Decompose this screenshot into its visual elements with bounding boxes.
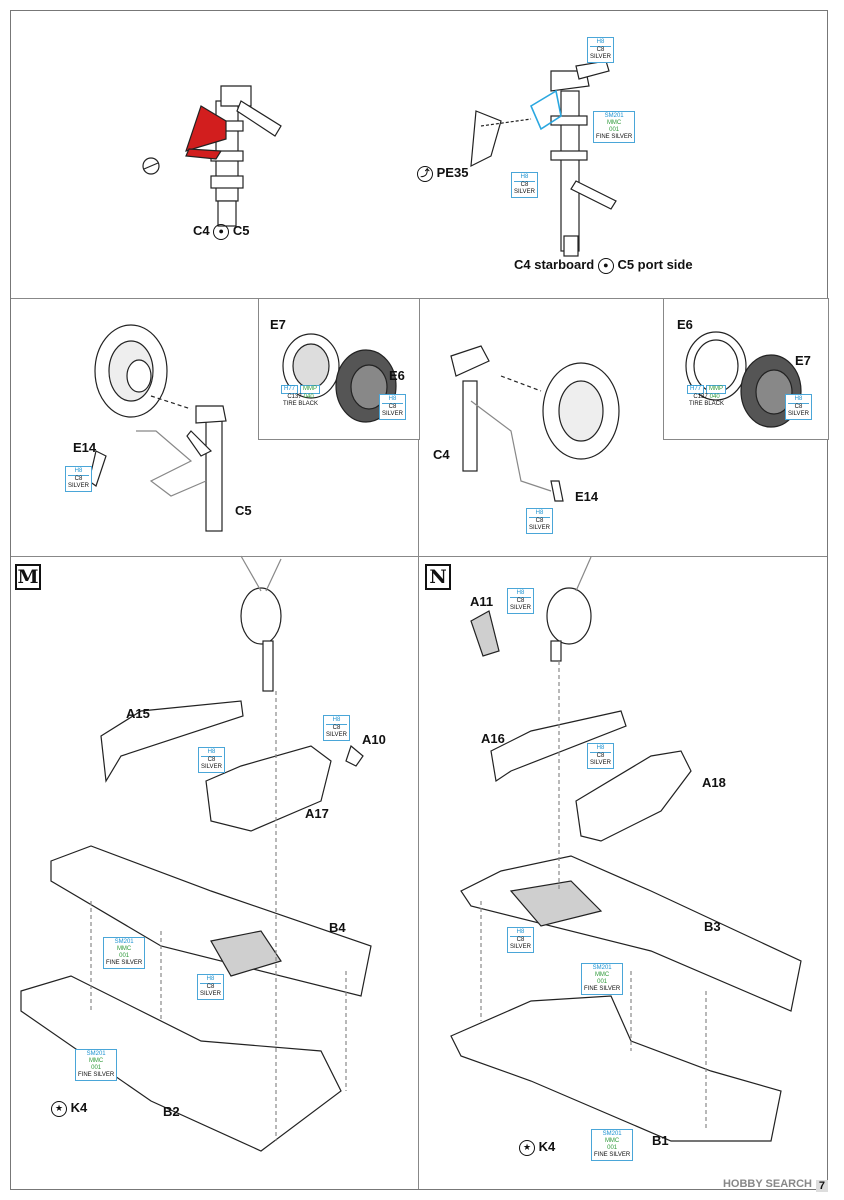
label-b4: B4 [329,920,346,935]
paint-callout-strut-top: H8 C8 SILVER [587,37,614,63]
label-c4-mid: C4 [433,447,450,462]
instruction-page: C4 ● C5 H8 C8 SILVER SM201 MMC 001 FINE … [10,10,829,1190]
symmetric-pair-icon: ● [597,257,614,274]
label-c4-c5: C4 ● C5 [193,223,250,240]
paint-callout-pe: H8 C8 SILVER [511,172,538,198]
label-pe35: ⤴ PE35 [417,165,468,182]
paint-callout-hub-left: H8 C8 SILVER [379,394,406,420]
divider-mid [11,556,827,557]
label-a17: A17 [305,806,329,821]
paint-callout-link: SM201 MMC 001 FINE SILVER [593,111,636,143]
divider-vertical [418,298,419,1189]
label-b1: B1 [652,1133,669,1148]
wing-assembly-n [450,556,802,1142]
wheel-mid-right [450,345,620,502]
paint-callout-wing-n: SM201 MMC 001 FINE SILVER [581,963,624,995]
label-a11: A11 [470,594,494,609]
label-b2: B2 [163,1104,180,1119]
label-e7-inset-right: E7 [795,353,811,368]
label-c5-mid: C5 [235,503,252,518]
page-number: 7 [815,1180,828,1192]
label-a10: A10 [362,732,386,747]
paint-callout-a16: H8 C8 SILVER [587,743,614,769]
wheel-inset-right [685,331,802,428]
label-k4-m: ★ K4 [51,1100,87,1117]
section-marker-n: N [425,564,451,590]
label-e7-inset-left: E7 [270,317,286,332]
label-a18: A18 [702,775,726,790]
section-marker-m: M [15,564,41,590]
label-c4-starboard-c5-port: C4 starboard ● C5 port side [514,257,693,274]
label-e14-right: E14 [575,489,599,504]
assembly-drawing [20,60,802,1152]
label-k4-n: ★ K4 [519,1139,555,1156]
paint-callout-e14-left: H8 C8 SILVER [65,466,92,492]
paint-callout-a10: H8 C8 SILVER [323,715,350,741]
paint-callout-hub-right: H8 C8 SILVER [785,394,812,420]
label-a15: A15 [126,706,150,721]
paint-callout-a11: H8 C8 SILVER [507,588,534,614]
label-e6-inset-right: E6 [677,317,693,332]
label-e14-left: E14 [73,440,97,455]
paint-callout-k4-m: SM201 MMC 001 FINE SILVER [75,1049,118,1081]
optional-part-icon: ★ [51,1100,67,1117]
label-b3: B3 [704,919,721,934]
watermark: HOBBY SEARCH [722,1178,812,1190]
label-a16: A16 [481,731,505,746]
wheel-mid-left [88,324,227,532]
wing-assembly-m [20,555,372,1152]
strut-top-right [470,60,617,257]
paint-callout-wing-m: SM201 MMC 001 FINE SILVER [103,937,146,969]
label-e6-inset-left: E6 [389,368,405,383]
paint-callout-a15: H8 C8 SILVER [198,747,225,773]
optional-part-icon: ★ [519,1139,535,1156]
part-c4: C4 [193,223,210,238]
paint-callout-e14-right: H8 C8 SILVER [526,508,553,534]
paint-callout-k4-n: SM201 MMC 001 FINE SILVER [591,1129,634,1161]
photo-etch-icon: ⤴ [417,165,433,182]
strut-top-left [142,85,282,227]
paint-callout-bay-n: H8 C8 SILVER [507,927,534,953]
paint-callout-bay-m: H8 C8 SILVER [197,974,224,1000]
part-c5: C5 [232,223,250,238]
symmetric-pair-icon: ● [213,223,230,240]
